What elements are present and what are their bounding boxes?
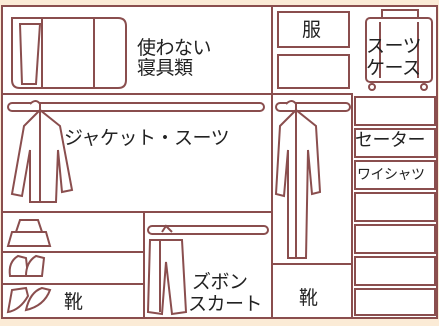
label-suitcase-line2: ケース — [366, 57, 421, 79]
label-pants-line2: スカート — [188, 293, 263, 315]
label-unused-bedding-line1: 使わない — [137, 37, 212, 59]
jacket-icon — [10, 100, 74, 203]
empty-box-top — [277, 54, 350, 89]
drawer-4 — [354, 192, 436, 222]
drawer-5 — [354, 224, 436, 254]
bag-icon — [6, 219, 52, 247]
label-unused-bedding-line2: 寝具類 — [137, 57, 193, 79]
shoes-icon-upper — [8, 254, 46, 277]
drawer-6 — [354, 256, 436, 286]
label-suitcase-line1: スーツ — [366, 35, 422, 57]
label-dress-shirt: ワイシャツ — [357, 167, 425, 183]
hanging-rod-left — [7, 102, 265, 112]
shoes-middle-box — [271, 263, 353, 319]
shoes-icon-lower — [6, 286, 52, 314]
hanging-rod-pants — [147, 225, 269, 235]
suitcase-icon — [365, 9, 433, 91]
drawer-1 — [354, 96, 436, 126]
label-clothes: 服 — [302, 19, 321, 41]
coat-icon — [274, 100, 322, 259]
label-shoes-left: 靴 — [64, 291, 83, 313]
label-jacket-suits: ジャケット・スーツ — [64, 127, 230, 149]
clothes-box — [277, 11, 350, 48]
label-sweater: セーター — [355, 130, 426, 151]
label-shoes-middle: 靴 — [299, 287, 318, 309]
drawer-sweater — [354, 128, 436, 158]
futon-icon — [11, 17, 127, 89]
drawer-shirt — [354, 160, 436, 190]
pants-icon — [146, 224, 188, 316]
label-pants-line1: ズボン — [192, 271, 248, 293]
drawer-7 — [354, 288, 436, 316]
